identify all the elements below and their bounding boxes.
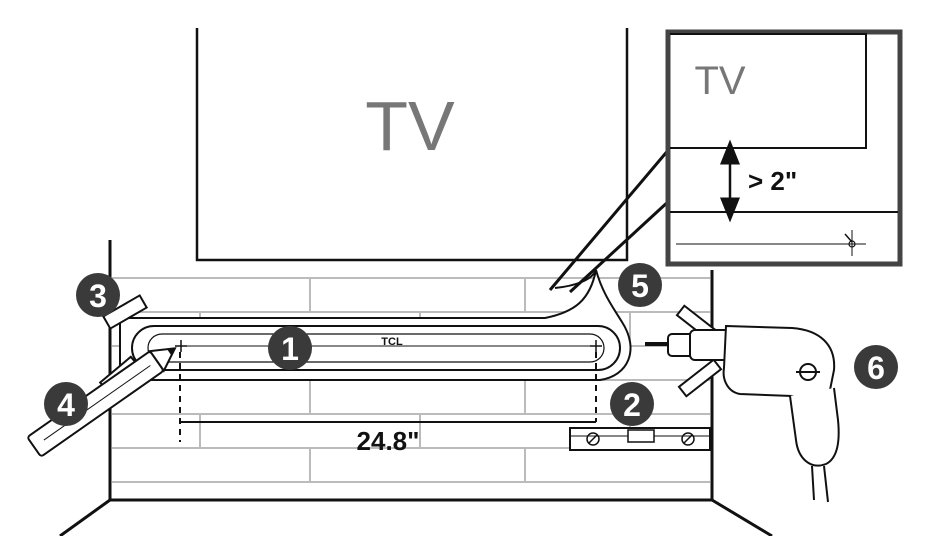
width-dimension: 24.8" <box>179 352 597 456</box>
mark-left <box>175 340 187 352</box>
step-badge-4: 4 <box>44 382 88 426</box>
callout-lines <box>548 147 672 294</box>
svg-text:5: 5 <box>631 268 649 304</box>
svg-text:4: 4 <box>57 387 75 423</box>
svg-text:1: 1 <box>281 331 299 367</box>
step-badge-3: 3 <box>76 273 120 317</box>
tape-left-top <box>101 294 149 330</box>
step-badge-5: 5 <box>618 263 662 307</box>
tv-label: TV <box>365 87 455 165</box>
mark-right <box>590 340 602 352</box>
svg-text:3: 3 <box>89 278 107 314</box>
wall <box>59 240 773 536</box>
inset-tv-label: TV <box>694 59 745 103</box>
soundbar-brand: TCL <box>381 336 403 348</box>
svg-text:6: 6 <box>867 350 885 386</box>
clearance-label: > 2" <box>748 166 797 196</box>
width-label: 24.8" <box>357 426 420 456</box>
step-badge-2: 2 <box>610 382 654 426</box>
spirit-level-icon <box>569 427 711 451</box>
drill-icon <box>645 324 840 503</box>
step-badge-6: 6 <box>854 345 898 389</box>
inset-detail: TV > 2" <box>665 29 903 267</box>
soundbar: TCL <box>131 325 621 371</box>
svg-text:2: 2 <box>623 387 641 423</box>
pencil-icon <box>27 347 177 457</box>
tv: TV <box>195 28 629 262</box>
step-badge-1: 1 <box>268 326 312 370</box>
